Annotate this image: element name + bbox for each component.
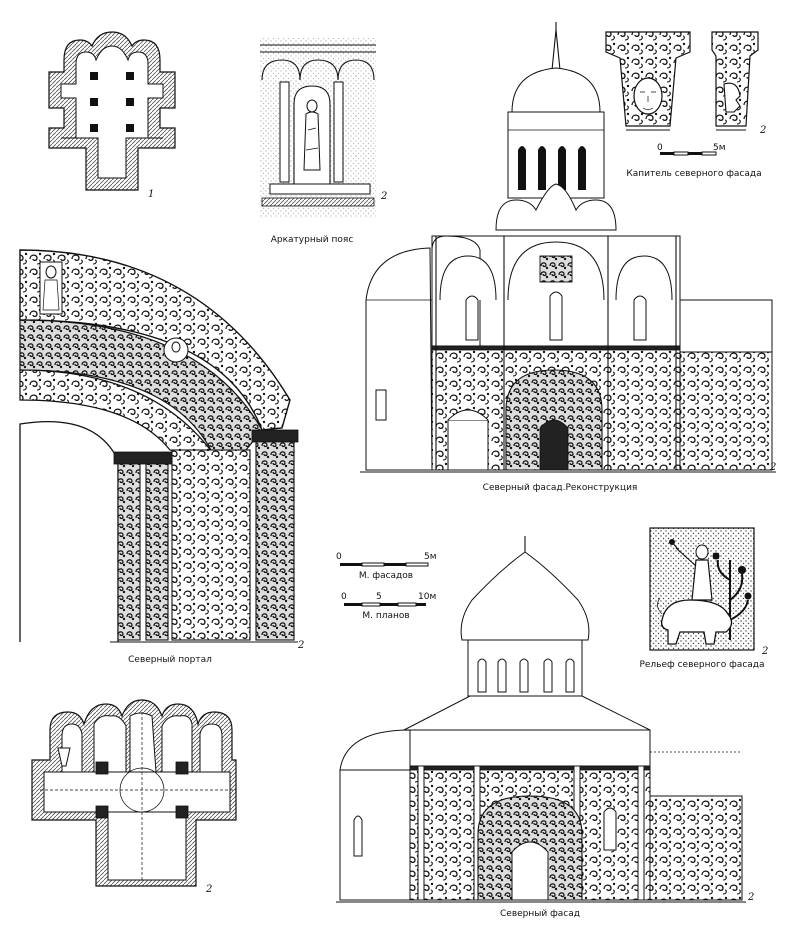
relief: 2 Рельеф северного фасада — [639, 527, 768, 670]
facade-ornament-wall — [649, 795, 743, 901]
capital-caption: Капитель северного фасада — [626, 169, 761, 179]
facade-number: 2 — [747, 892, 754, 903]
recon-door — [539, 419, 569, 471]
plan-bottom-number: 2 — [205, 884, 212, 895]
plan-top-pier — [126, 98, 134, 106]
saint-figure — [303, 111, 321, 171]
north-facade: 2 Северный фасад — [336, 536, 754, 919]
recon-zakomara — [615, 255, 673, 301]
facade-drum-windows — [477, 658, 575, 693]
relief-caption: Рельеф северного фасада — [639, 660, 764, 670]
plan-top: 1 — [48, 31, 176, 200]
recon-cross-spire — [551, 29, 561, 71]
plan-scale-tick-5: 5 — [376, 592, 382, 602]
arcature-number: 2 — [380, 191, 387, 202]
capital-number: 2 — [759, 125, 766, 136]
recon-side-wing — [365, 247, 433, 471]
recon-kokoshnik — [495, 183, 617, 231]
relief-rider — [691, 559, 713, 601]
facade-scale-tick-5: 5м — [424, 552, 437, 562]
plan-bottom: 2 — [31, 699, 237, 895]
arcature-caption: Аркатурный пояс — [271, 235, 354, 245]
relief-number: 2 — [761, 646, 768, 657]
plan-top-pier — [126, 124, 134, 132]
plan-top-number: 1 — [148, 189, 154, 200]
plan-top-pier — [90, 124, 98, 132]
arcature-column — [333, 81, 344, 183]
recon-relief-panel — [539, 255, 573, 283]
arcature-column — [279, 81, 290, 183]
recon-number: 2 — [769, 462, 776, 473]
capital-side — [711, 31, 759, 127]
recon-pilasters — [435, 236, 677, 470]
portal-jamb — [171, 449, 251, 641]
relief-rider-head — [695, 544, 709, 560]
recon-zakomara — [439, 255, 497, 301]
facade-scale-label: М. фасадов — [359, 571, 413, 581]
scale-plans: 0 5 10м М. планов — [341, 592, 436, 621]
capital-scale-start: 0 — [657, 143, 663, 153]
plan-top-interior — [60, 45, 164, 179]
portal-caption: Северный портал — [128, 655, 212, 665]
capital-profile-face — [723, 82, 741, 113]
arcature-belt: 2 Аркатурный пояс — [260, 38, 387, 245]
portal-column — [117, 461, 141, 641]
recon-drum-windows — [518, 146, 586, 190]
plan-top-pier — [90, 72, 98, 80]
saint-figure-head — [306, 99, 318, 113]
north-portal: 2 Северный портал — [19, 249, 304, 665]
recon-caption: Северный фасад.Реконструкция — [483, 483, 638, 493]
facade-roof — [403, 695, 651, 731]
facade-door — [511, 841, 549, 901]
facade-caption: Северный фасад — [500, 909, 580, 919]
capital-scale-end: 5м — [713, 143, 726, 153]
plan-scale-tick-0: 0 — [341, 592, 347, 602]
portal-column — [145, 461, 169, 641]
scale-facades: 0 5м М. фасадов — [336, 552, 437, 581]
reconstruction-facade: 2 Северный фасад.Реконструкция — [360, 22, 776, 493]
plan-top-pier — [126, 72, 134, 80]
relief-tree — [716, 559, 749, 640]
portal-number: 2 — [297, 640, 304, 651]
portal-pilaster — [255, 439, 295, 641]
portal-opening — [19, 420, 119, 642]
plan-scale-label: М. планов — [362, 611, 409, 621]
capital: 2 0 5м Капитель северного фасада — [605, 31, 766, 179]
facade-wall — [403, 729, 651, 767]
portal-saint-medallion — [39, 261, 63, 315]
relief-beast — [660, 599, 733, 645]
recon-dome — [511, 67, 601, 113]
plan-bottom-piers — [95, 761, 189, 819]
portal-outer-arch — [19, 249, 291, 431]
capital-scale: 0 5м — [657, 143, 726, 156]
facade-onion-dome — [460, 551, 590, 641]
plan-scale-tick-10: 10м — [418, 592, 436, 602]
recon-ornament-band — [679, 351, 773, 471]
plan-top-pier — [90, 98, 98, 106]
facade-scale-tick-0: 0 — [336, 552, 342, 562]
